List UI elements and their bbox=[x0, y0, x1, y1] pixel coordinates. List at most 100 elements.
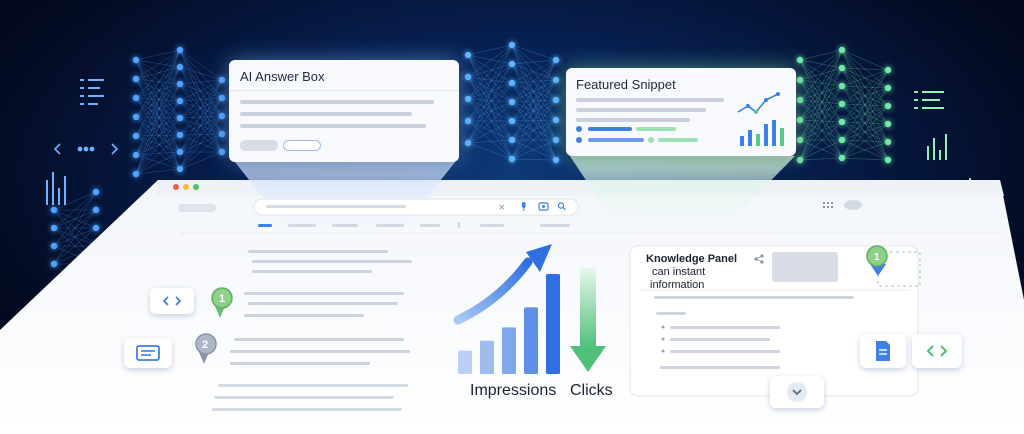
network-edge bbox=[467, 63, 513, 122]
network-node bbox=[176, 80, 184, 88]
network-node bbox=[508, 98, 516, 106]
network-edge bbox=[799, 59, 843, 69]
network-edge bbox=[135, 100, 181, 118]
network-node bbox=[884, 66, 892, 74]
search-icon[interactable] bbox=[557, 202, 566, 211]
article-tile[interactable] bbox=[124, 338, 172, 368]
knowledge-panel-title: Knowledge Panel bbox=[646, 253, 738, 265]
network-edge bbox=[135, 59, 181, 136]
network-edge bbox=[511, 63, 557, 141]
network-edge bbox=[135, 49, 181, 156]
network-edge bbox=[179, 83, 223, 117]
network-edge bbox=[799, 85, 843, 121]
clicks-label: Clicks bbox=[570, 382, 613, 399]
tab-maps[interactable] bbox=[420, 224, 440, 227]
search-result-2[interactable] bbox=[244, 292, 404, 317]
network-edge bbox=[467, 76, 513, 122]
network-edge bbox=[511, 120, 557, 141]
network-edge bbox=[841, 67, 889, 161]
document-tile[interactable] bbox=[860, 334, 906, 368]
network-edge bbox=[135, 66, 181, 80]
network-edge bbox=[841, 105, 889, 123]
code-tile[interactable] bbox=[150, 288, 194, 314]
network-node bbox=[508, 155, 516, 163]
search-result-4[interactable] bbox=[212, 384, 408, 411]
tab-all[interactable] bbox=[258, 224, 272, 227]
network-edge bbox=[799, 119, 843, 141]
network-edge bbox=[511, 99, 557, 141]
apps-grid-icon[interactable] bbox=[823, 202, 833, 208]
snippet-bar-green bbox=[636, 127, 676, 131]
tab-more[interactable] bbox=[458, 222, 460, 228]
network-edge bbox=[135, 78, 181, 170]
network-edge bbox=[511, 59, 557, 122]
impressions-bar bbox=[502, 327, 516, 374]
mic-icon[interactable] bbox=[522, 202, 526, 211]
network-edge bbox=[135, 66, 181, 175]
network-edge bbox=[467, 63, 513, 144]
network-node bbox=[132, 170, 140, 178]
network-node bbox=[132, 113, 140, 121]
search-query-placeholder bbox=[266, 205, 406, 208]
network-edge bbox=[53, 227, 97, 265]
network-edge bbox=[467, 139, 513, 144]
camera-icon[interactable] bbox=[538, 202, 549, 211]
avatar[interactable] bbox=[844, 200, 862, 210]
network-edge bbox=[799, 49, 843, 121]
network-node bbox=[508, 41, 516, 49]
ai-answer-chip-outlined[interactable] bbox=[283, 140, 321, 151]
network-edge bbox=[179, 97, 223, 119]
ai-answer-chip[interactable] bbox=[240, 140, 278, 151]
rank-2-label: 2 bbox=[202, 339, 208, 351]
network-edge bbox=[135, 97, 181, 102]
network-edge bbox=[179, 49, 223, 99]
network-edge bbox=[841, 121, 889, 161]
network-edge bbox=[841, 49, 889, 161]
search-bar bbox=[253, 198, 579, 216]
code-tile-right[interactable] bbox=[912, 334, 962, 368]
network-edge bbox=[179, 66, 223, 117]
network-edge bbox=[179, 79, 223, 119]
impressions-bar bbox=[458, 350, 472, 374]
network-edge bbox=[467, 101, 513, 122]
network-node bbox=[176, 63, 184, 71]
network-edge bbox=[511, 44, 557, 141]
network-node bbox=[838, 100, 846, 108]
network-edge bbox=[841, 85, 889, 125]
search-result-3[interactable] bbox=[230, 338, 410, 365]
network-edge bbox=[799, 59, 843, 141]
clear-search-button[interactable]: × bbox=[498, 203, 506, 213]
network-edge bbox=[841, 121, 889, 125]
network-edge bbox=[799, 85, 843, 101]
network-node bbox=[50, 242, 58, 250]
tab-shopping[interactable] bbox=[480, 224, 504, 227]
expand-tile[interactable] bbox=[770, 376, 824, 408]
network-edge bbox=[511, 44, 557, 121]
tab-videos[interactable] bbox=[332, 224, 358, 227]
ai-answer-line bbox=[240, 100, 434, 104]
tab-images[interactable] bbox=[288, 224, 316, 227]
network-edge bbox=[511, 139, 557, 160]
search-result-1[interactable] bbox=[248, 250, 412, 273]
share-icon[interactable] bbox=[754, 254, 764, 264]
network-node bbox=[796, 156, 804, 164]
rank-1-badge bbox=[211, 287, 233, 318]
network-edge bbox=[799, 99, 843, 105]
network-edge bbox=[467, 76, 513, 103]
network-node bbox=[884, 156, 892, 164]
network-node bbox=[218, 148, 226, 156]
network-node bbox=[92, 206, 100, 214]
network-edge bbox=[135, 49, 181, 137]
network-edge bbox=[467, 82, 513, 122]
network-node bbox=[508, 136, 516, 144]
tab-tools[interactable] bbox=[540, 224, 570, 227]
network-edge bbox=[53, 227, 97, 247]
tab-news[interactable] bbox=[376, 224, 404, 227]
network-edge bbox=[841, 49, 889, 71]
network-edge bbox=[511, 119, 557, 141]
list-icon-right bbox=[914, 91, 944, 109]
network-edge bbox=[179, 49, 223, 135]
network-edge bbox=[511, 139, 557, 161]
network-edge bbox=[467, 54, 513, 103]
network-edge bbox=[511, 120, 557, 161]
